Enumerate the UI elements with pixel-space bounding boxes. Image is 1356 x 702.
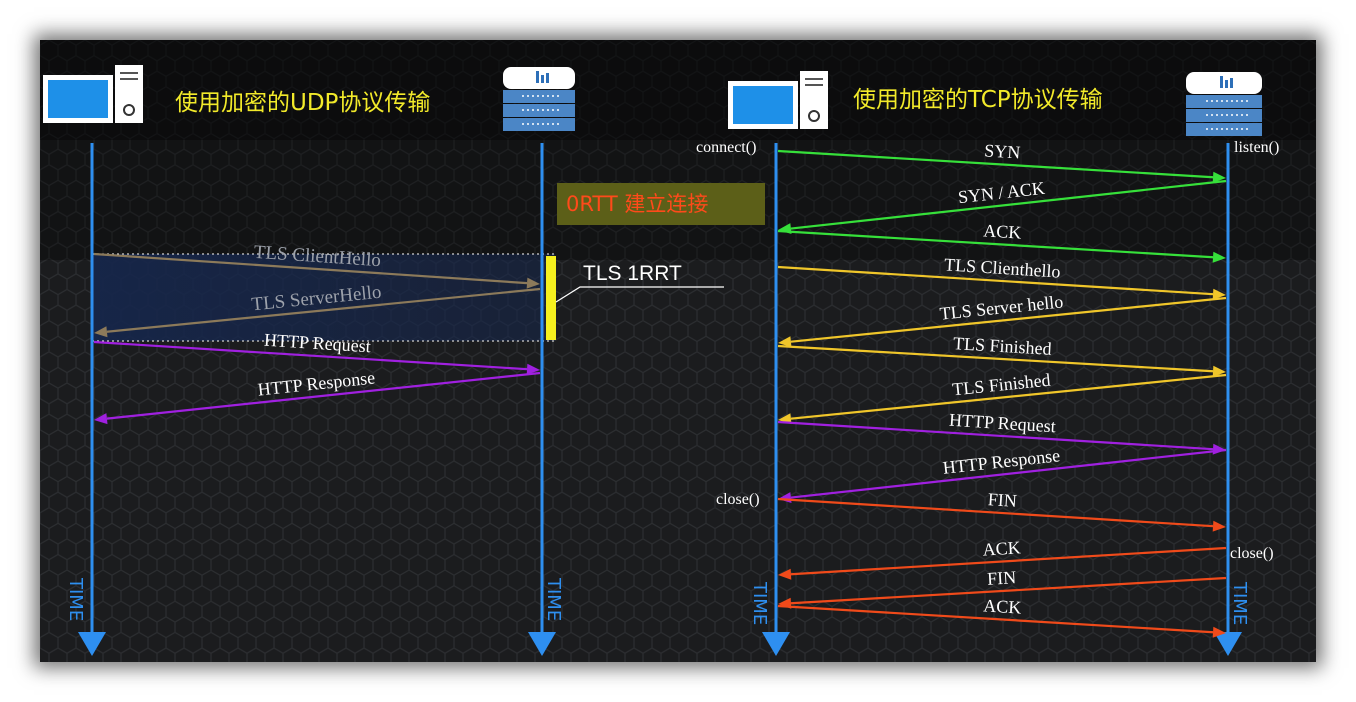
tls-rtt-callout-line (555, 286, 724, 303)
message-arrowhead (1212, 288, 1226, 300)
message-line (777, 604, 1214, 634)
message-label: FIN (987, 489, 1017, 511)
message-line (93, 340, 528, 371)
tcp-connect-label: connect() (696, 139, 756, 156)
message-line (777, 149, 1214, 179)
header-band (40, 40, 1316, 140)
diagram-frame: 使用加密的UDP协议传输 TIME TIME 0RTT 建立连接 (40, 40, 1316, 662)
zero-rtt-label: 0RTT 建立连接 (566, 192, 708, 216)
tcp-client-time-arrowhead (762, 632, 790, 656)
udp-client-time-arrowhead (78, 632, 106, 656)
tcp-listen-label: listen() (1234, 139, 1279, 156)
tcp-title: 使用加密的TCP协议传输 (853, 87, 1103, 113)
message-line (106, 371, 541, 420)
message-line (790, 448, 1227, 499)
message-line (790, 546, 1227, 576)
message-label: ACK (982, 537, 1021, 559)
tcp-client-desktop-icon (728, 71, 828, 129)
message-arrow: SYN / ACK (778, 178, 1227, 235)
udp-server-time-label: TIME (543, 577, 564, 621)
message-arrowhead (526, 277, 540, 289)
udp-server-rack-icon (503, 67, 575, 131)
message-line (93, 252, 528, 285)
message-arrowhead (1212, 626, 1226, 638)
message-arrowhead (778, 336, 792, 348)
tcp-server-time-label: TIME (1229, 581, 1250, 625)
message-line (777, 265, 1214, 296)
message-arrow: ACK (778, 537, 1227, 580)
message-line (777, 344, 1214, 373)
message-arrowhead (778, 413, 792, 425)
zero-rtt-badge (557, 183, 765, 225)
tcp-client-close-label: close() (716, 491, 760, 508)
message-line (777, 497, 1214, 528)
message-label: ACK (983, 595, 1022, 617)
message-arrowhead (1212, 251, 1226, 263)
udp-client-time-label: TIME (65, 577, 86, 621)
message-line (790, 179, 1227, 230)
message-arrowhead (1212, 171, 1226, 183)
message-line (777, 420, 1214, 451)
tcp-client-time-label: TIME (749, 581, 770, 625)
message-arrow: TLS Finished (777, 333, 1226, 377)
message-arrowhead (1212, 365, 1226, 377)
tcp-server-close-label: close() (1230, 545, 1274, 562)
tls-rtt-label: TLS 1RRT (583, 262, 682, 285)
message-label: FIN (987, 567, 1017, 589)
message-line (777, 229, 1214, 259)
message-arrow: FIN (778, 567, 1227, 609)
message-line (790, 373, 1227, 420)
message-line (790, 576, 1227, 605)
message-arrow: ACK (777, 595, 1226, 638)
message-line (790, 296, 1227, 343)
udp-server-time-arrowhead (528, 632, 556, 656)
message-arrowhead (526, 363, 540, 375)
udp-client-desktop-icon (43, 65, 143, 123)
message-arrow: FIN (777, 489, 1226, 532)
message-arrowhead (778, 568, 792, 580)
message-arrow: SYN (777, 140, 1226, 183)
tcp-server-rack-icon (1186, 72, 1262, 136)
message-arrowhead (94, 326, 108, 338)
message-arrowhead (94, 413, 108, 425)
message-arrowhead (1212, 520, 1226, 532)
message-arrow: ACK (777, 220, 1226, 263)
udp-title: 使用加密的UDP协议传输 (175, 90, 430, 116)
message-label: SYN (984, 140, 1021, 162)
message-line (106, 287, 541, 333)
sequence-diagram: 使用加密的UDP协议传输 TIME TIME 0RTT 建立连接 (40, 40, 1316, 662)
tcp-server-time-arrowhead (1214, 632, 1242, 656)
tls-rtt-bar (546, 256, 556, 340)
message-label: ACK (983, 220, 1022, 242)
tcp-panel: 使用加密的TCP协议传输 TIME TIME connect() listen(… (696, 71, 1279, 656)
